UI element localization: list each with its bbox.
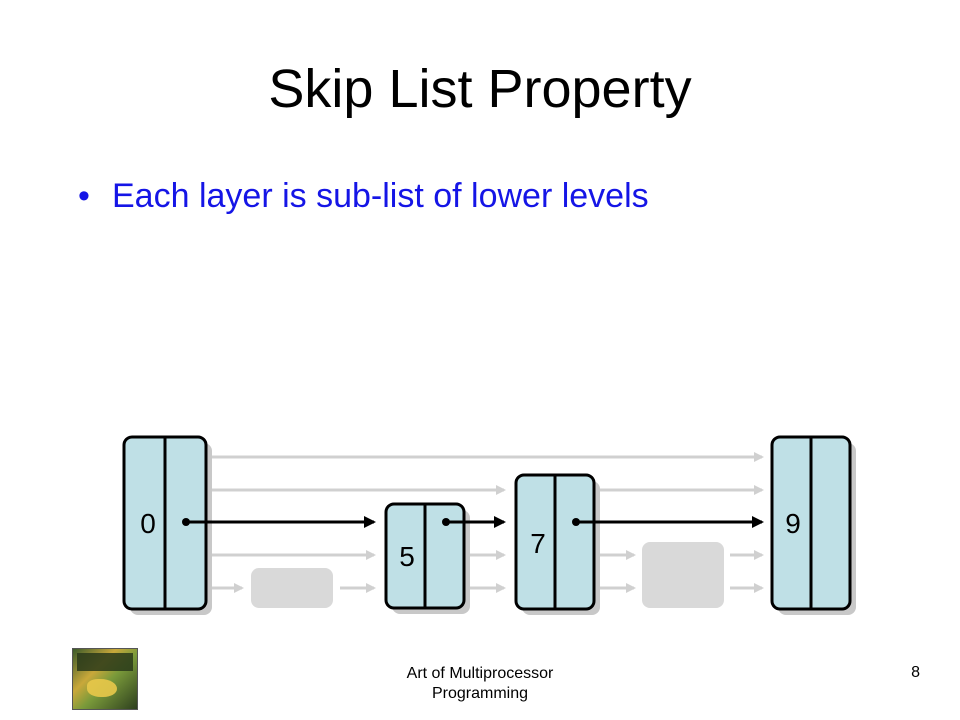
footer-line-2: Programming — [431, 685, 529, 702]
node-key-7: 7 — [530, 528, 546, 559]
bullet-dot-icon: • — [78, 177, 90, 215]
bullet-item: • Each layer is sub-list of lower levels — [78, 176, 649, 217]
skip-list-node-5: 5 — [384, 502, 470, 614]
book-cover-icon — [72, 648, 138, 710]
bullet-text: Each layer is sub-list of lower levels — [112, 177, 649, 215]
placeholder-node-1 — [251, 568, 333, 608]
skip-list-node-9: 9 — [770, 435, 856, 615]
node-key-9: 9 — [785, 508, 801, 539]
skip-list-node-7: 7 — [514, 473, 600, 615]
placeholder-node-2 — [642, 542, 724, 608]
page-number: 8 — [911, 664, 920, 681]
gray-pointers — [210, 452, 764, 593]
footer-caption: Art of Multiprocessor Programming — [330, 664, 630, 704]
node-key-5: 5 — [399, 541, 415, 572]
footer-line-1: Art of Multiprocessor — [406, 665, 554, 682]
skip-list-node-0: 0 — [122, 435, 212, 615]
black-pointers — [182, 516, 764, 528]
slide-title: Skip List Property — [268, 59, 692, 119]
node-key-0: 0 — [140, 508, 156, 539]
